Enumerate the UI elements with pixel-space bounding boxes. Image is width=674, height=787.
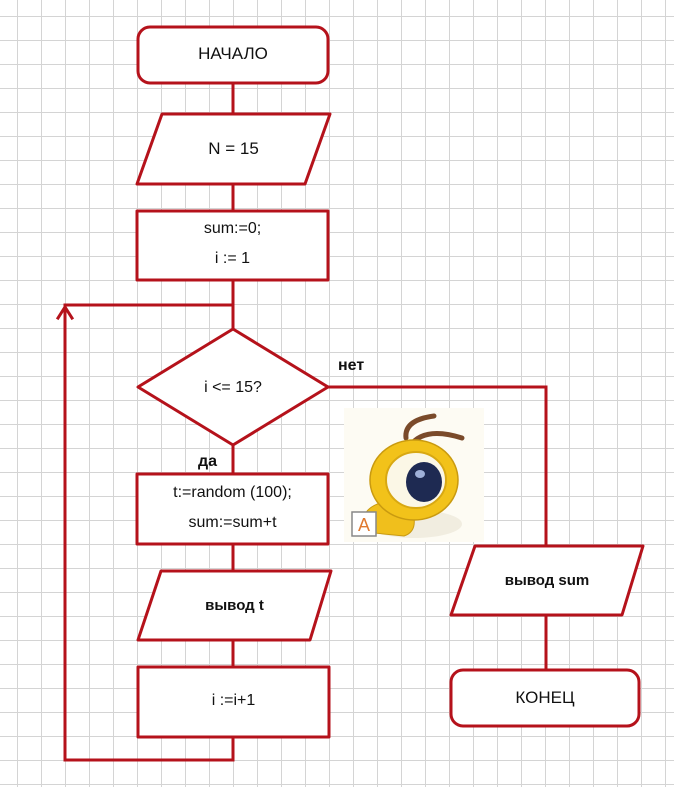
connector-no-branch: [326, 385, 548, 549]
output-sum-label: вывод sum: [504, 572, 590, 589]
output-sum-parallelogram: [449, 544, 645, 617]
start-label: НАЧАЛО: [198, 44, 268, 63]
output-t-parallelogram: [136, 569, 333, 642]
condition-diamond: [136, 327, 330, 447]
body-line2: sum:=sum+t: [188, 514, 277, 531]
input-n-parallelogram: [135, 112, 332, 186]
body-line1: t:=random (100);: [173, 484, 292, 501]
badge-letter: A: [358, 515, 370, 535]
init-process-box: [135, 209, 330, 282]
increment-label: i :=i+1: [211, 692, 256, 709]
end-label: КОНЕЦ: [515, 688, 575, 707]
branch-no-label: нет: [338, 357, 365, 374]
init-line1: sum:=0;: [203, 220, 262, 237]
init-line2: i := 1: [214, 250, 251, 267]
output-t-label: вывод t: [205, 597, 264, 614]
loop-arrow-head: [55, 304, 75, 321]
antenna-icon: [403, 413, 437, 441]
ant-mascot-image: A: [344, 408, 484, 542]
end-terminator: [449, 668, 641, 728]
badge-box: [351, 511, 377, 537]
increment-process-box: [136, 665, 331, 739]
condition-label: i <= 15?: [204, 379, 262, 396]
body-process-box: [135, 472, 330, 546]
loop-back-connector: [63, 303, 235, 762]
start-terminator: [136, 25, 330, 85]
input-n-label: N = 15: [208, 139, 259, 158]
ant-eye-icon: [406, 462, 442, 502]
branch-yes-label: да: [198, 453, 218, 470]
